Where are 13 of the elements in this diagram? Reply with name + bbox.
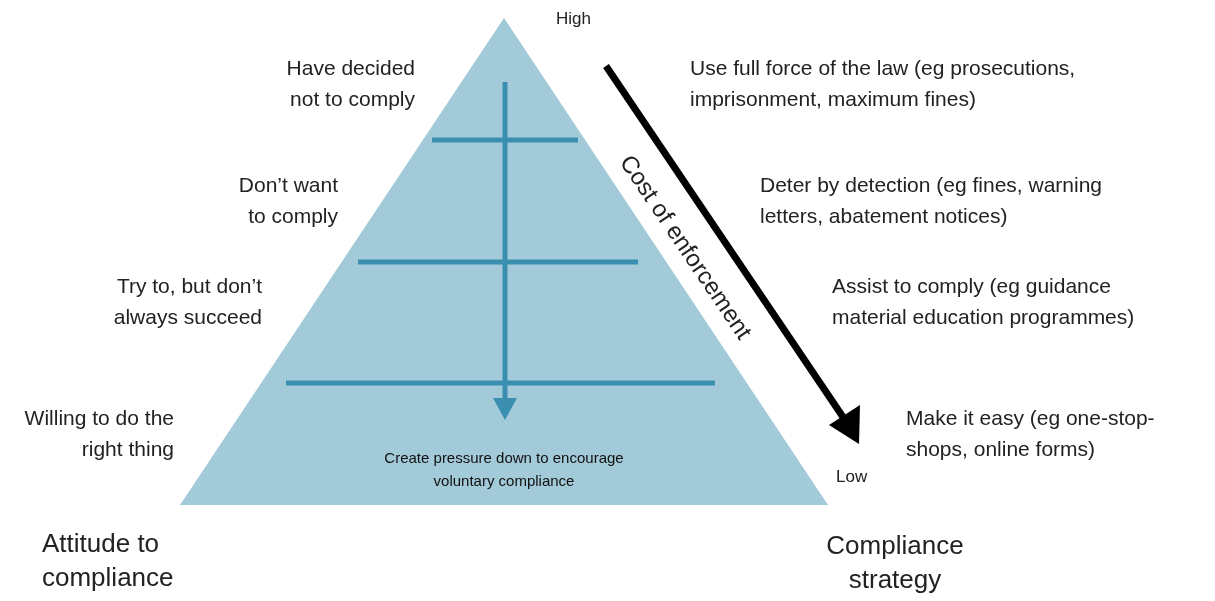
scale-label: High (556, 8, 592, 30)
strategy-label: Make it easy (eg one-stop-shops, online forms) (906, 405, 1156, 462)
strategy-label: Deter by detection (eg fines, warning letters, abatement notices) (760, 172, 1104, 229)
attitude-label: Don’t want to comply (237, 172, 338, 229)
strategy-label: Use full force of the law (eg prosecutions, imprisonment, maximum fines) (690, 55, 1077, 112)
column-heading: Attitude to compliance (42, 527, 175, 594)
attitude-label: Willing to do the right thing (23, 405, 174, 462)
pyramid-caption: Create pressure down to encourage voluntary compliance (383, 448, 625, 491)
scale-label: Low (836, 466, 869, 488)
attitude-label: Have decided not to comply (285, 55, 415, 112)
column-heading: Compliance strategy (825, 529, 965, 596)
attitude-label: Try to, but don’t always succeed (112, 273, 262, 330)
strategy-label: Assist to comply (eg guidance material education programmes) (832, 273, 1136, 330)
